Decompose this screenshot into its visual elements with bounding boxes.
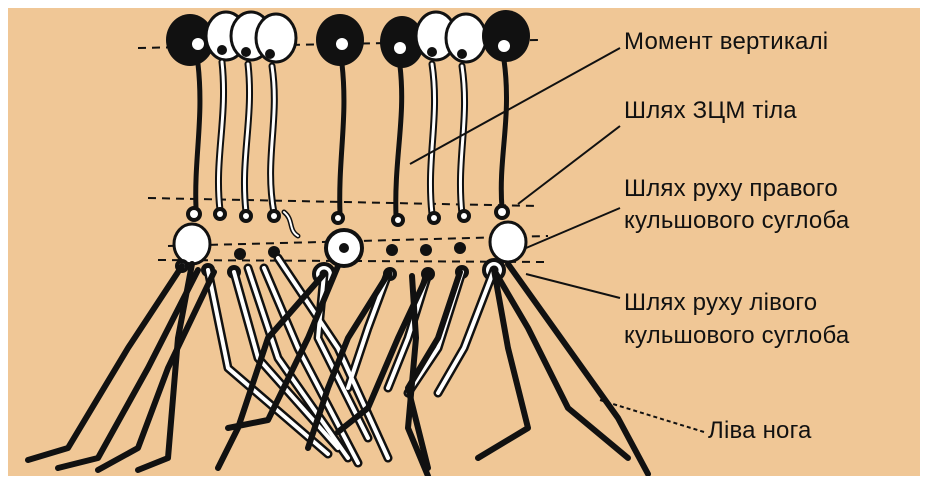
label-right-hip-path-line1: Шлях руху правого: [624, 172, 838, 206]
head-black-4: [482, 10, 530, 62]
leader-right-hip: [526, 208, 620, 248]
head-black-2: [316, 14, 364, 66]
leader-vertical-moment: [410, 48, 620, 164]
label-right-hip-path-line2: кульшового суглоба: [624, 204, 849, 238]
gait-sequence-figure: [8, 8, 920, 476]
label-body-com-path: Шлях ЗЦМ тіла: [624, 94, 797, 128]
leader-left-hip: [526, 274, 620, 298]
label-left-hip-path-line1: Шлях руху лівого: [624, 286, 817, 320]
head-white-5: [446, 14, 486, 62]
right-legs-white: [208, 258, 494, 463]
diagram-panel: Момент вертикалі Шлях ЗЦМ тіла Шлях руху…: [8, 8, 920, 476]
trunks: [196, 60, 507, 236]
label-left-leg: Ліва нога: [708, 414, 812, 448]
label-left-hip-path-line2: кульшового суглоба: [624, 319, 849, 353]
head-white-3: [256, 14, 296, 62]
label-vertical-moment: Момент вертикалі: [624, 25, 828, 59]
com-path-guide: [148, 198, 538, 206]
leader-body-com: [518, 126, 620, 204]
